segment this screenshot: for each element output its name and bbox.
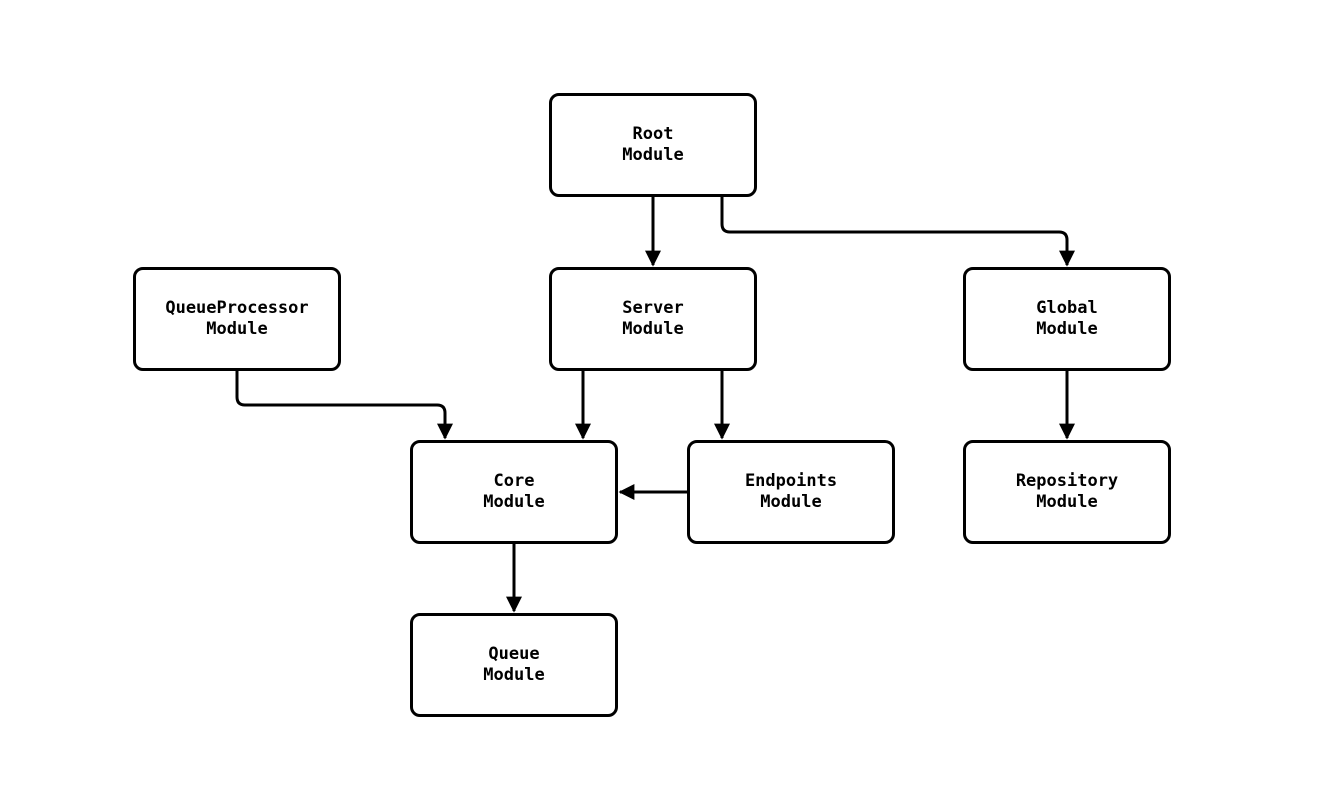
edge-root-to-global <box>720 197 1075 267</box>
node-label-endpoints: Endpoints Module <box>744 471 838 512</box>
node-label-repository: Repository Module <box>1015 471 1119 512</box>
node-label-global: Global Module <box>1036 298 1098 339</box>
node-label-queue: Queue Module <box>483 644 545 685</box>
node-label-root: Root Module <box>622 124 684 165</box>
node-label-core: Core Module <box>483 471 545 512</box>
node-root-module: Root Module <box>549 93 757 197</box>
node-global-module: Global Module <box>963 267 1171 371</box>
node-core-module: Core Module <box>410 440 618 544</box>
node-queueprocessor-module: QueueProcessor Module <box>133 267 341 371</box>
node-endpoints-module: Endpoints Module <box>687 440 895 544</box>
node-label-server: Server Module <box>622 298 684 339</box>
node-label-queueprocessor: QueueProcessor Module <box>165 298 309 339</box>
edge-queueprocessor-to-core <box>235 371 453 440</box>
node-repository-module: Repository Module <box>963 440 1171 544</box>
node-queue-module: Queue Module <box>410 613 618 717</box>
node-server-module: Server Module <box>549 267 757 371</box>
